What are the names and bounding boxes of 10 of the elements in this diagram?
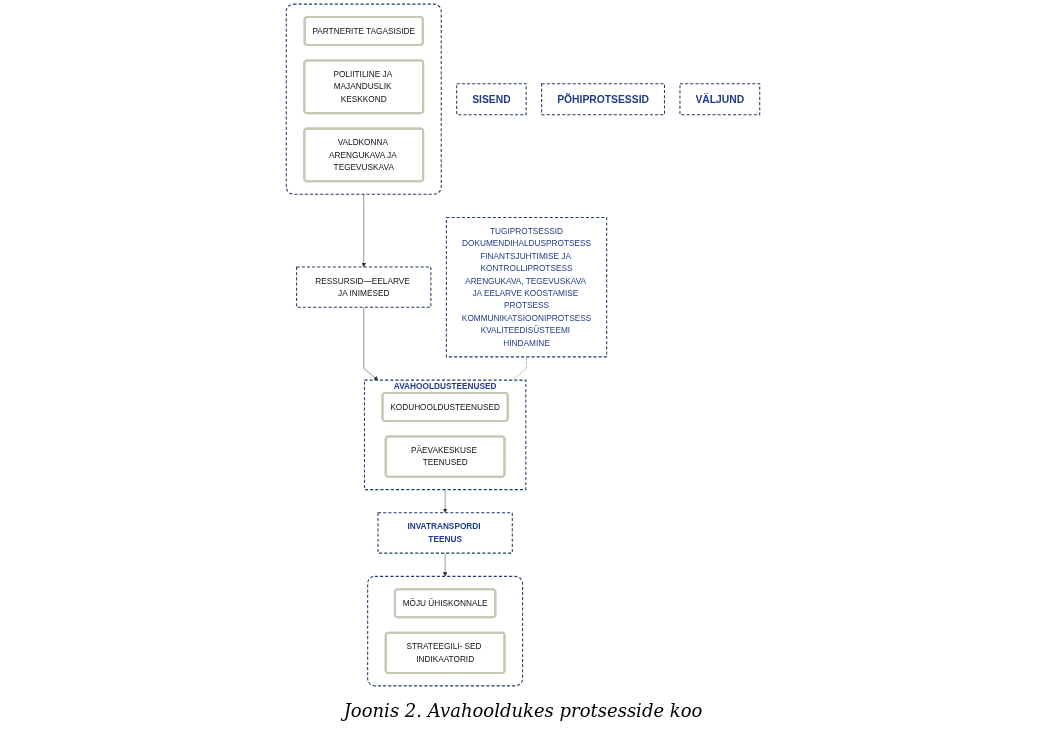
cluster (367, 575, 524, 687)
figure-caption: Joonis 2. Avahooldukes protsesside koo (340, 700, 704, 721)
node-box: PÕHIPROTSESSID (541, 83, 665, 116)
connector (512, 356, 527, 381)
node-box: INVATRANSPORDI TEENUS (377, 512, 513, 554)
cluster (285, 3, 442, 195)
node-box: RESSURSID—EELARVE JA INIMESED (296, 266, 432, 308)
node-box: VÄLJUND (679, 83, 761, 116)
node-box: SISEND (456, 83, 527, 116)
node-box: TUGIPROTSESSID DOKUMENDIHALDUSPROTSESS FINANTSJUHTIMISE JA KONTROLLIPROTSESS ARENGUKAVA, TEGEVUSKAVA JA EELARVE KOOSTAMISE PROTSESS KOMMUNIKATSIOONIPROTSESS KVALITEEDISÜSTEEMI HINDAMINE (445, 216, 608, 358)
